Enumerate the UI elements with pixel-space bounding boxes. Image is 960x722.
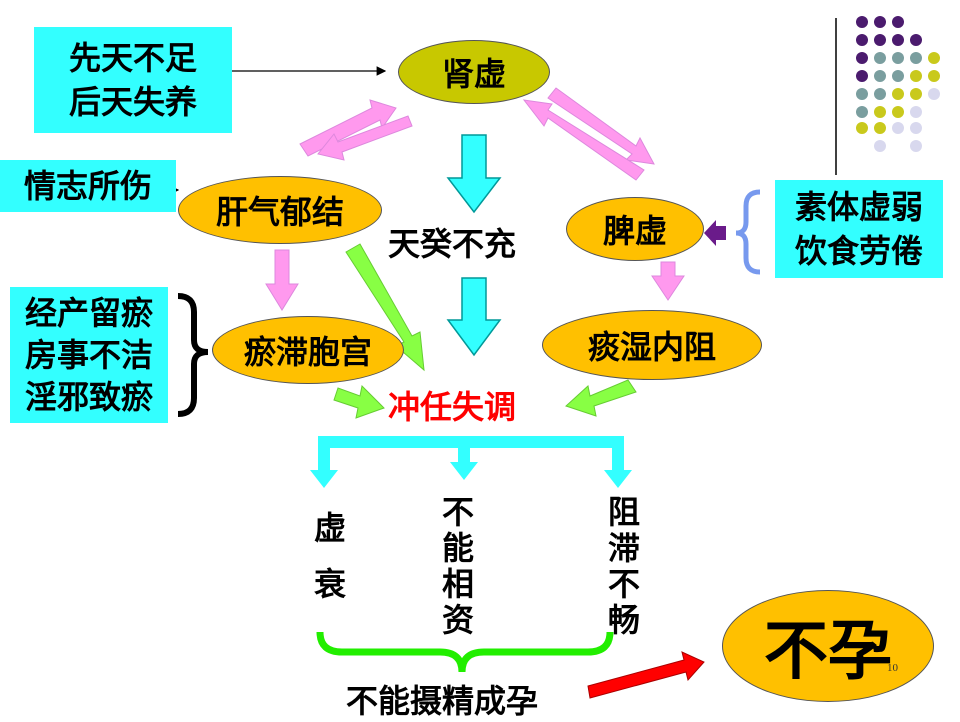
emotion-cause-box: 情志所伤 bbox=[0, 160, 176, 212]
node-spleen-label: 脾虚 bbox=[602, 212, 667, 250]
pink-arrow-kidney-to-liver bbox=[317, 115, 413, 161]
congenital-cause-line1: 先天不足 bbox=[68, 39, 197, 77]
green-arrow-phlegm-to-chongren bbox=[565, 379, 637, 417]
node-phlegm-damp: 痰湿内阻 bbox=[542, 310, 762, 380]
cyan-arrow-kidney-to-tiangui bbox=[446, 134, 502, 214]
congenital-cause-line2: 后天失养 bbox=[68, 83, 197, 121]
green-arrow-stasis-to-chongren bbox=[333, 384, 385, 419]
node-liver-qi-stagnation: 肝气郁结 bbox=[178, 176, 382, 244]
label-weak: 虚衰 bbox=[313, 509, 346, 603]
emotion-cause-text: 情志所伤 bbox=[23, 167, 152, 205]
spleen-cause-line1: 素体虚弱 bbox=[794, 188, 923, 226]
decorative-dot-grid bbox=[835, 16, 940, 175]
label-chongren-disorder: 冲任失调 bbox=[388, 388, 517, 426]
cyan-split-bracket bbox=[310, 436, 632, 488]
blue-brace bbox=[735, 189, 761, 275]
green-arrow-liver-to-chongren bbox=[345, 243, 425, 372]
label-tiangui: 天癸不充 bbox=[388, 225, 517, 263]
pink-arrow-liver-to-kidney bbox=[299, 99, 397, 157]
congenital-causes-box: 先天不足 后天失养 bbox=[34, 27, 232, 133]
stasis-cause-line2: 房事不洁 bbox=[24, 336, 153, 374]
node-liver-label: 肝气郁结 bbox=[215, 193, 344, 231]
pink-arrow-spleen-to-phlegm bbox=[651, 261, 685, 301]
node-spleen-deficiency: 脾虚 bbox=[566, 197, 704, 261]
node-uterine-stasis: 瘀滞胞宫 bbox=[212, 316, 404, 384]
spleen-causes-box: 素体虚弱 饮食劳倦 bbox=[775, 180, 943, 278]
node-kidney-label: 肾虚 bbox=[441, 55, 506, 93]
green-curly-brace bbox=[316, 631, 614, 673]
node-phlegm-label: 痰湿内阻 bbox=[587, 328, 716, 366]
purple-arrow-to-spleen bbox=[704, 220, 726, 246]
pink-arrow-kidney-to-spleen bbox=[547, 87, 655, 165]
node-stasis-label: 瘀滞胞宫 bbox=[243, 333, 372, 371]
black-brace bbox=[177, 293, 209, 417]
node-infertility-label: 不孕 bbox=[764, 615, 892, 689]
spleen-cause-line2: 饮食劳倦 bbox=[794, 232, 923, 270]
page-number: 10 bbox=[887, 662, 898, 674]
node-infertility: 不孕 bbox=[722, 590, 934, 702]
red-arrow-to-infertility bbox=[587, 651, 705, 699]
label-blocked: 阻滞不畅 bbox=[607, 493, 640, 639]
node-kidney-deficiency: 肾虚 bbox=[398, 40, 550, 104]
label-incompatible: 不能相资 bbox=[441, 493, 474, 639]
stasis-cause-line1: 经产留瘀 bbox=[24, 294, 153, 332]
cyan-arrow-tiangui-to-chongren bbox=[446, 277, 502, 357]
pink-arrow-spleen-to-kidney bbox=[522, 99, 645, 181]
label-cannot-conceive: 不能摄精成孕 bbox=[346, 682, 539, 720]
stasis-cause-line3: 淫邪致瘀 bbox=[24, 378, 153, 416]
stasis-causes-box: 经产留瘀 房事不洁 淫邪致瘀 bbox=[10, 287, 168, 423]
pink-arrow-liver-to-stasis bbox=[265, 249, 299, 311]
